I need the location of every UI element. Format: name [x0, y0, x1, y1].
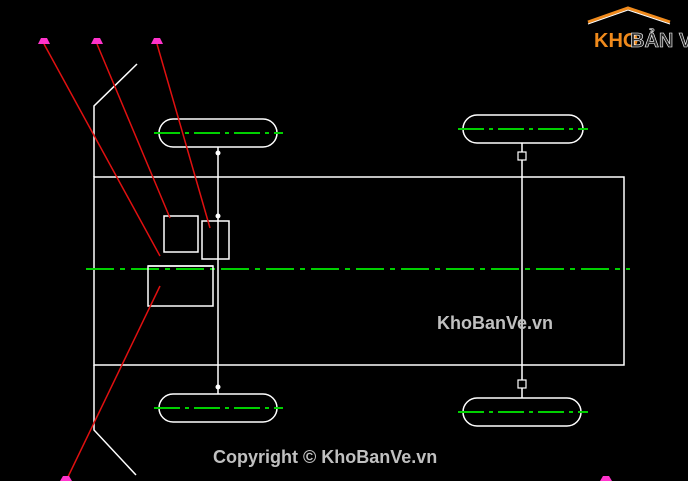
- leader-line: [156, 43, 211, 229]
- axle-joint-icon: [215, 150, 221, 156]
- leader-line: [43, 43, 161, 257]
- axle-joint-icon: [215, 384, 221, 390]
- marker-icon: [38, 38, 50, 44]
- component-box-a: [163, 215, 199, 253]
- leader-line: [96, 43, 171, 219]
- marker-icon: [60, 476, 72, 481]
- watermark-center: KhoBanVe.vn: [437, 313, 553, 333]
- front-outline-upper: [93, 63, 138, 177]
- chassis-frame: [93, 176, 625, 366]
- marker-icon: [91, 38, 103, 44]
- wheel-rear-left: [458, 114, 588, 144]
- front-outline-lower: [93, 365, 137, 476]
- component-box-b: [201, 220, 230, 260]
- marker-icon: [600, 476, 612, 481]
- khobanve-logo: KHO BẢN VẼ: [587, 6, 688, 52]
- marker-group: [38, 38, 612, 481]
- axle-joint-icon: [517, 151, 527, 161]
- leader-line: [65, 285, 161, 481]
- axle-joint-icon: [215, 213, 221, 219]
- marker-icon: [151, 38, 163, 44]
- axle-joint-icon: [517, 379, 527, 389]
- logo-text-banve: BẢN VẼ: [630, 29, 688, 52]
- logo-roof-icon: [587, 6, 671, 24]
- logo-text-kho: KHO: [594, 30, 638, 52]
- watermark-copyright: Copyright © KhoBanVe.vn: [213, 447, 437, 467]
- logo-roof-highlight-icon: [587, 9, 671, 25]
